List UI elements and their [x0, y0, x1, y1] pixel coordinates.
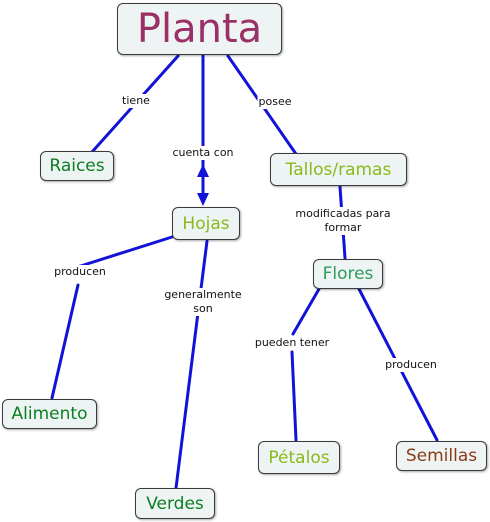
node-hojas-label: Hojas: [182, 213, 230, 234]
node-flores[interactable]: Flores: [313, 259, 383, 289]
link-label-modificadas-line2: formar: [324, 221, 362, 234]
link-label-modificadas-line1: modificadas para: [295, 207, 391, 220]
link-label-tiene: tiene: [121, 94, 151, 108]
link-label-generalmente-line2: son: [193, 302, 213, 315]
node-verdes[interactable]: Verdes: [135, 488, 215, 519]
node-hojas[interactable]: Hojas: [172, 207, 240, 240]
node-planta-label: Planta: [136, 6, 263, 52]
connector-hojas-verdes: [174, 239, 209, 490]
link-label-posee: posee: [257, 95, 293, 109]
node-tallos-ramas-label: Tallos/ramas: [285, 159, 392, 180]
link-label-generalmente: generalmente son: [163, 288, 243, 316]
connector-flores-petalos-2: [290, 350, 298, 442]
link-label-pueden-tener: pueden tener: [253, 336, 331, 350]
node-verdes-label: Verdes: [146, 493, 204, 514]
node-tallos-ramas[interactable]: Tallos/ramas: [270, 153, 407, 186]
connector-hojas-alimento-2: [50, 283, 80, 400]
link-label-producen-flores: producen: [384, 358, 438, 372]
node-semillas-label: Semillas: [405, 446, 478, 466]
node-semillas[interactable]: Semillas: [396, 441, 487, 471]
node-raices[interactable]: Raices: [40, 151, 114, 181]
node-petalos-label: Pétalos: [268, 447, 330, 468]
node-planta[interactable]: Planta: [117, 3, 282, 55]
node-petalos[interactable]: Pétalos: [258, 441, 340, 474]
arrowhead-down: [197, 193, 209, 206]
node-alimento-label: Alimento: [11, 404, 88, 424]
link-label-generalmente-line1: generalmente: [164, 288, 242, 301]
connector-flores-petalos: [291, 287, 321, 336]
connector-hojas-alimento: [66, 235, 174, 272]
node-alimento[interactable]: Alimento: [2, 399, 97, 429]
link-label-cuenta-con: cuenta con: [171, 146, 235, 160]
node-raices-label: Raices: [49, 156, 105, 176]
node-flores-label: Flores: [322, 264, 374, 284]
link-label-producen-hojas: producen: [53, 265, 107, 279]
arrowhead-up: [197, 164, 209, 177]
link-label-modificadas: modificadas para formar: [294, 207, 392, 235]
